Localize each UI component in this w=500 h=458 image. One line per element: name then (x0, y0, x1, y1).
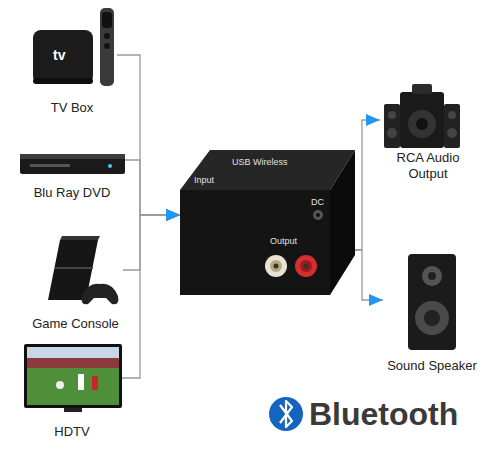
bluray-icon (20, 154, 125, 174)
device-label: HDTV (54, 424, 89, 440)
device-label: Sound Speaker (387, 358, 477, 374)
device-label: Blu Ray DVD (34, 185, 111, 201)
tv-box-icon (33, 8, 114, 86)
output-node: Sound Speaker (383, 252, 481, 374)
port-label: Input (194, 176, 214, 185)
brand-mark: tv (53, 48, 65, 62)
device-label: TV Box (51, 100, 94, 116)
connector (117, 55, 180, 215)
connector (125, 160, 180, 215)
connector (122, 215, 180, 378)
port-label: DC (311, 198, 324, 207)
rca-speakers-icon (384, 84, 460, 148)
device-label: USB Wireless (232, 158, 288, 167)
connector (355, 250, 383, 300)
output-node: RCA Audio Output (380, 82, 476, 183)
device-node: TV Box (27, 10, 117, 116)
speaker-icon (408, 254, 456, 350)
port-label: Output (270, 237, 297, 246)
device-label: RCA Audio Output (380, 150, 476, 183)
converter-illustration (180, 150, 355, 295)
hdtv-icon (24, 344, 122, 412)
device-node: HDTV (22, 340, 122, 440)
device-label: Game Console (32, 316, 119, 332)
console-icon (48, 236, 118, 304)
connector (123, 215, 180, 270)
connector (355, 120, 380, 250)
converter-box: USB WirelessInputOutput DC (180, 150, 355, 295)
brand-name: Bluetooth (309, 398, 458, 430)
device-node: Blu Ray DVD (19, 145, 125, 201)
bluetooth-logo (269, 397, 303, 431)
device-node: Game Console (28, 232, 123, 332)
